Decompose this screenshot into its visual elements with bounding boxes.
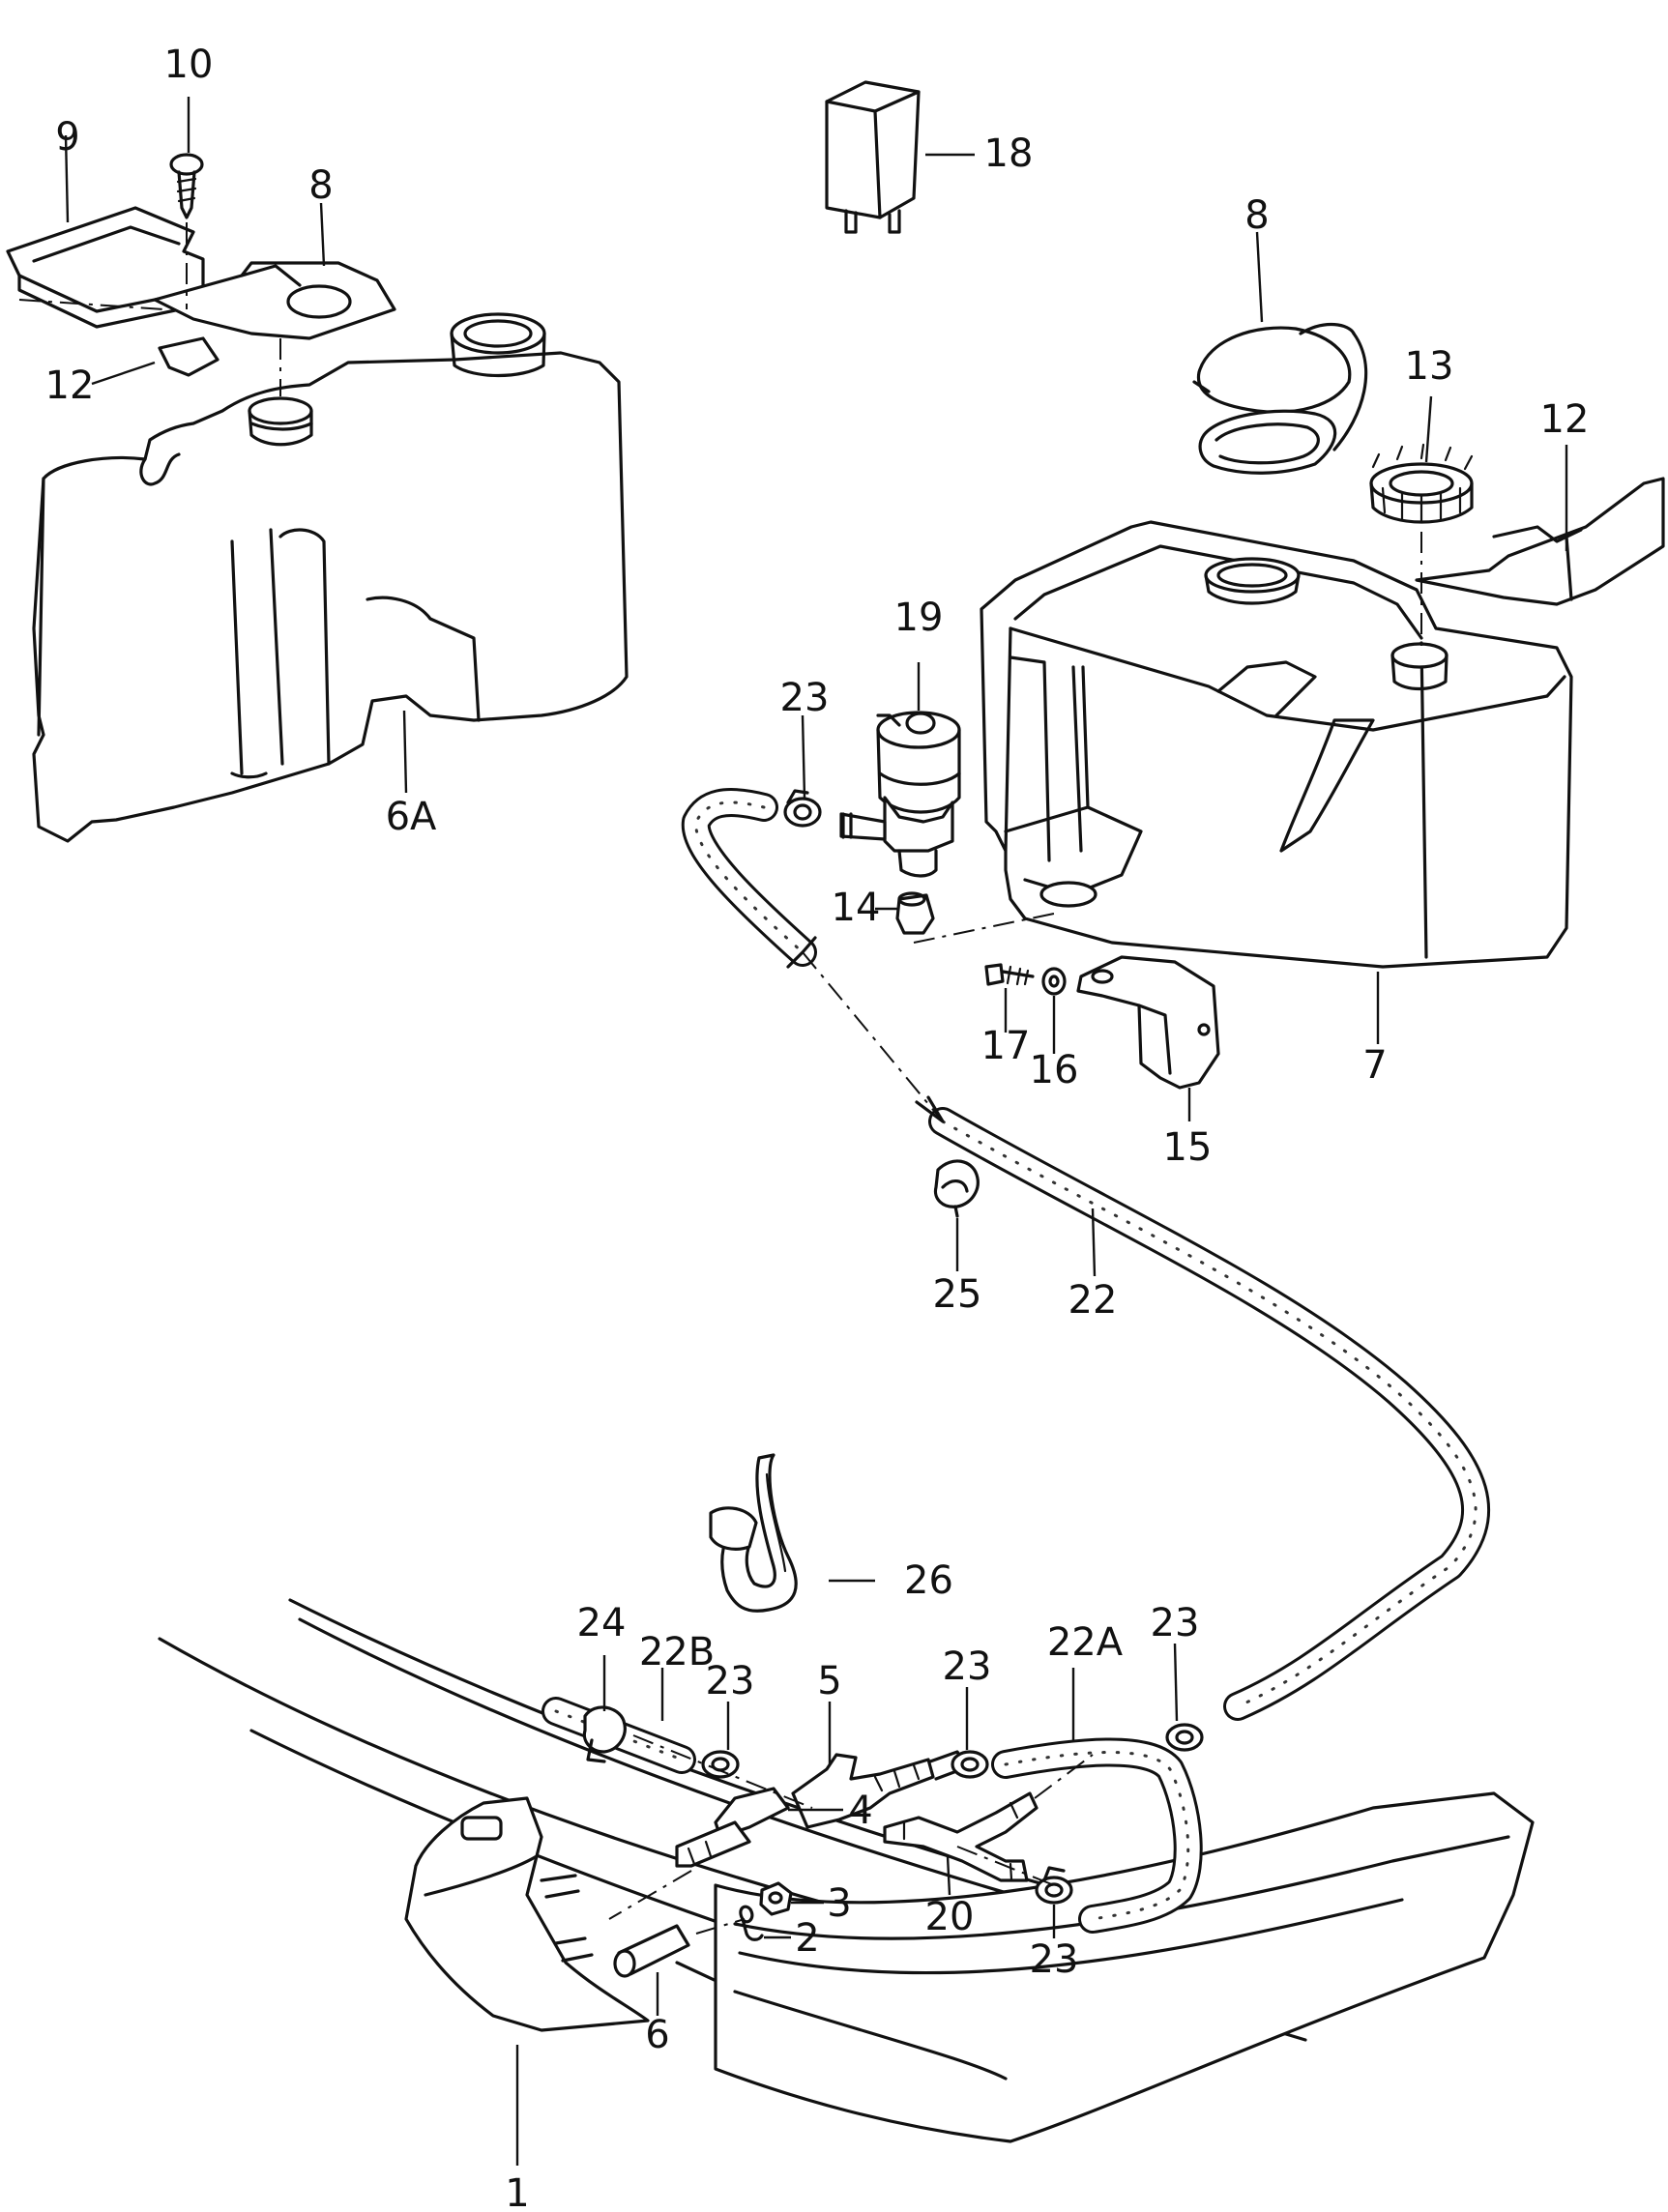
washer-17 — [1041, 967, 1067, 996]
callout-1: 1 — [505, 2171, 529, 2212]
hose-22 — [681, 788, 1491, 1721]
callout-9: 9 — [55, 115, 79, 160]
callout-24: 24 — [577, 1601, 627, 1645]
washer-pump-20 — [839, 711, 961, 878]
y-connector-21 — [883, 1791, 1039, 1882]
relay-19 — [825, 80, 921, 234]
callout-22: 22 — [1068, 1278, 1118, 1323]
callout-19: 18 — [984, 131, 1034, 176]
t-connector-5 — [791, 1750, 969, 1829]
callout-18: 17 — [981, 1024, 1031, 1068]
hose-22a — [991, 1737, 1203, 1934]
grommet-15 — [895, 891, 935, 935]
hose-clamp-23-e — [1035, 1866, 1073, 1905]
callout-5: 5 — [817, 1659, 841, 1703]
bumper-end-cap — [404, 1796, 650, 2032]
bracket-16 — [1076, 955, 1220, 1090]
callout-10: 8 — [308, 163, 333, 208]
callout-4: 4 — [848, 1789, 872, 1833]
callout-22b: 22B — [639, 1630, 715, 1674]
leader-lines — [64, 97, 1568, 2166]
clip-25 — [933, 1159, 980, 1218]
callout-14: 13 — [1405, 344, 1454, 389]
ring-nut-14 — [1369, 443, 1474, 524]
hose-clamp-23-c — [951, 1750, 989, 1779]
cap-with-strap-8 — [1192, 322, 1368, 475]
callout-3: 3 — [827, 1881, 851, 1926]
callout-23-upper: 23 — [780, 676, 830, 720]
callout-20: 19 — [894, 596, 944, 640]
callout-15: 14 — [832, 886, 881, 930]
callout-16: 15 — [1163, 1125, 1213, 1170]
hose-clamp-23-upper — [783, 789, 822, 828]
washer-reservoir-6a — [32, 312, 629, 843]
callout-2: 2 — [795, 1916, 819, 1961]
bumper-cover — [158, 1598, 1535, 2143]
callout-22a: 22A — [1047, 1620, 1124, 1665]
callout-23-e: 23 — [1030, 1937, 1079, 1982]
screw-18 — [984, 963, 1035, 986]
spacer-6 — [613, 1924, 690, 1978]
clip-12 — [158, 336, 219, 377]
clip-24 — [582, 1705, 627, 1763]
hose-clamp-23-d — [1165, 1723, 1204, 1752]
screw-11 — [169, 153, 204, 219]
callout-13: 12 — [1540, 397, 1590, 442]
callout-23-b: 23 — [706, 1659, 755, 1703]
callout-12: 12 — [45, 364, 95, 408]
callout-7: 7 — [1362, 1043, 1387, 1088]
clip-2 — [739, 1905, 764, 1941]
strap-26 — [709, 1453, 798, 1613]
callout-labels: 10 9 8 12 6A 18 8 13 12 19 23 14 17 16 1… — [45, 43, 1590, 2212]
callout-6: 6 — [645, 2013, 669, 2057]
callout-17: 16 — [1030, 1048, 1079, 1092]
callout-8: 8 — [1244, 193, 1269, 238]
callout-25: 25 — [933, 1272, 982, 1317]
bracket-9 — [6, 206, 205, 329]
callout-23-c: 23 — [943, 1644, 992, 1689]
mounting-plate-10 — [153, 261, 396, 340]
callout-11: 10 — [164, 43, 214, 87]
hose-clamp-23-b — [701, 1750, 740, 1779]
washer-reservoir-7 — [980, 520, 1573, 969]
connector-4 — [675, 1787, 790, 1868]
callout-21: 20 — [925, 1895, 975, 1939]
nut-3 — [759, 1881, 793, 1916]
callout-23-d: 23 — [1151, 1601, 1200, 1645]
callout-26: 26 — [904, 1558, 953, 1603]
callout-6a: 6A — [386, 795, 437, 839]
